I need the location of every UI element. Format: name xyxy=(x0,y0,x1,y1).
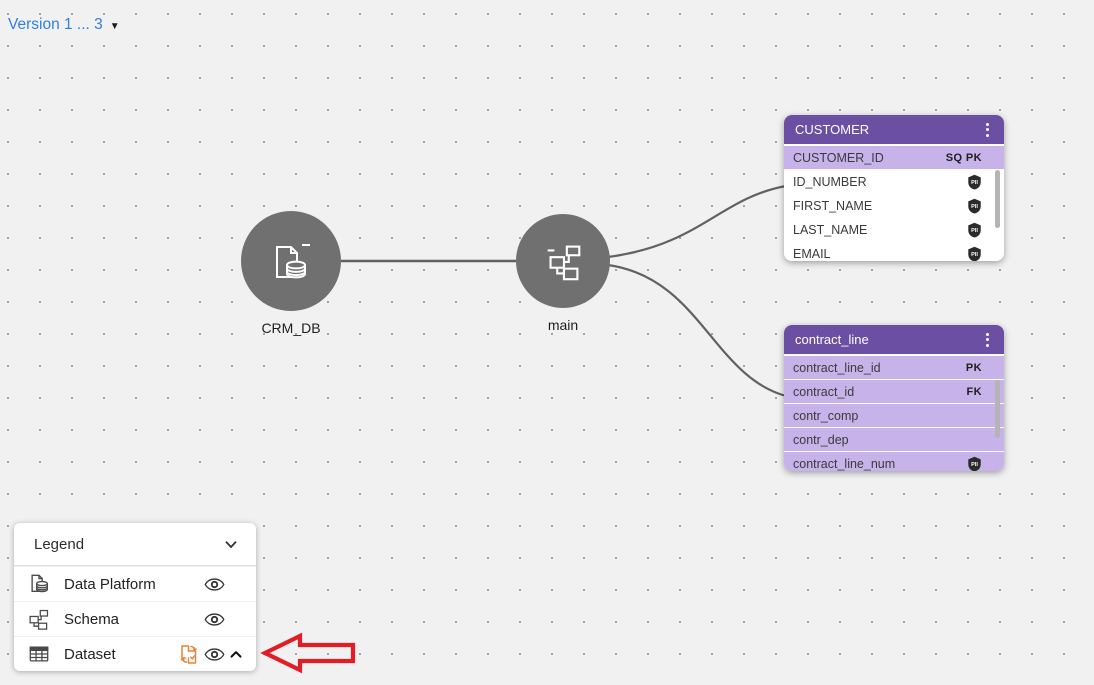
version-label: Version 1 ... 3 xyxy=(8,16,103,33)
schema-icon xyxy=(547,245,581,281)
field-row[interactable]: contr_comp xyxy=(784,404,1004,427)
legend-panel: Legend Data Platform xyxy=(14,523,256,671)
pii-icon: PII xyxy=(968,198,981,213)
data-platform-node-circle[interactable] xyxy=(241,211,341,311)
schema-node-circle[interactable] xyxy=(516,214,610,308)
node-label: CRM_DB xyxy=(261,320,321,336)
svg-text:PII: PII xyxy=(971,251,978,257)
field-name: EMAIL xyxy=(793,246,831,261)
legend-item-data-platform[interactable]: Data Platform xyxy=(14,566,256,601)
data-platform-icon xyxy=(276,244,310,279)
pii-icon: PII xyxy=(968,456,981,471)
field-name: contract_line_num xyxy=(793,456,896,471)
field-name: contract_id xyxy=(793,384,855,399)
chevron-down-icon[interactable] xyxy=(220,533,242,555)
node-data-platform[interactable]: CRM_DB xyxy=(241,211,341,336)
dataset-icon xyxy=(27,643,51,665)
version-selector[interactable]: Version 1 ... 3 ▼ xyxy=(8,16,120,34)
field-name: ID_NUMBER xyxy=(793,174,867,189)
field-list: contract_line_id PK contract_id FK contr… xyxy=(784,354,1004,471)
field-name: contr_dep xyxy=(793,432,849,447)
key-badge: PK xyxy=(965,361,982,374)
node-label: main xyxy=(547,317,579,333)
field-row[interactable]: contr_dep xyxy=(784,428,1004,451)
schema-icon xyxy=(27,608,51,630)
dataset-card-header[interactable]: CUSTOMER xyxy=(784,115,1004,144)
scrollbar[interactable] xyxy=(995,380,1000,438)
pii-icon: PII xyxy=(968,222,981,237)
field-row[interactable]: contract_id FK xyxy=(784,380,1004,403)
scrollbar[interactable] xyxy=(995,170,1000,228)
legend-title: Legend xyxy=(34,535,85,553)
svg-text:PII: PII xyxy=(971,203,978,209)
kebab-menu-icon[interactable] xyxy=(982,120,993,140)
legend-item-schema[interactable]: Schema xyxy=(14,601,256,636)
key-badge: SQ PK xyxy=(945,151,982,164)
data-platform-icon xyxy=(27,573,51,595)
sync-documents-icon[interactable] xyxy=(176,642,202,666)
node-schema[interactable]: main xyxy=(516,214,610,333)
svg-text:PII: PII xyxy=(971,179,978,185)
field-list: CUSTOMER_ID SQ PK ID_NUMBER PII FIRST_NA… xyxy=(784,144,1004,261)
pii-icon: PII xyxy=(968,174,981,189)
pii-icon: PII xyxy=(968,246,981,261)
dropdown-caret-icon: ▼ xyxy=(109,20,120,32)
dataset-card-header[interactable]: contract_line xyxy=(784,325,1004,354)
field-name: LAST_NAME xyxy=(793,222,868,237)
dataset-card-customer[interactable]: CUSTOMER CUSTOMER_ID SQ PK ID_NUMBER PII… xyxy=(784,115,1004,261)
field-row[interactable]: EMAIL PII xyxy=(784,242,1004,261)
field-row[interactable]: LAST_NAME PII xyxy=(784,218,1004,241)
key-badge: FK xyxy=(966,385,982,398)
field-row[interactable]: contract_line_id PK xyxy=(784,356,1004,379)
field-name: contr_comp xyxy=(793,408,859,423)
legend-item-label: Data Platform xyxy=(64,575,156,593)
legend-item-label: Schema xyxy=(64,610,120,628)
legend-item-label: Dataset xyxy=(64,645,116,663)
svg-text:PII: PII xyxy=(971,461,978,467)
legend-item-dataset[interactable]: Dataset xyxy=(14,636,256,671)
kebab-menu-icon[interactable] xyxy=(982,330,993,350)
visibility-eye-icon[interactable] xyxy=(202,644,226,665)
chevron-up-icon[interactable] xyxy=(226,645,246,663)
field-name: contract_line_id xyxy=(793,360,881,375)
legend-header[interactable]: Legend xyxy=(14,523,256,566)
visibility-eye-icon[interactable] xyxy=(202,609,226,630)
dataset-title: CUSTOMER xyxy=(795,122,870,137)
field-row[interactable]: ID_NUMBER PII xyxy=(784,170,1004,193)
svg-text:PII: PII xyxy=(971,227,978,233)
red-arrow-annotation xyxy=(260,632,356,674)
visibility-eye-icon[interactable] xyxy=(202,574,226,595)
dataset-card-contract-line[interactable]: contract_line contract_line_id PK contra… xyxy=(784,325,1004,471)
field-name: FIRST_NAME xyxy=(793,198,873,213)
field-row[interactable]: FIRST_NAME PII xyxy=(784,194,1004,217)
field-row[interactable]: contract_line_num PII xyxy=(784,452,1004,471)
dataset-title: contract_line xyxy=(795,332,869,347)
field-name: CUSTOMER_ID xyxy=(793,150,884,165)
field-row[interactable]: CUSTOMER_ID SQ PK xyxy=(784,146,1004,169)
